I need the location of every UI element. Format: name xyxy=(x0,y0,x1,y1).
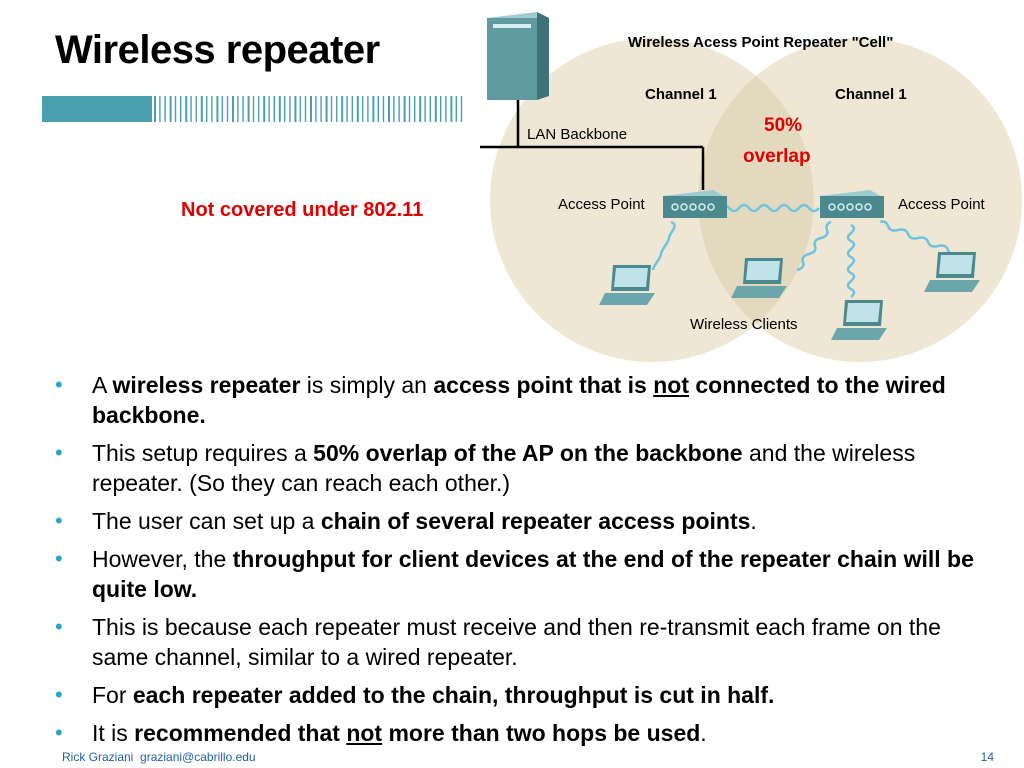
bullet-text-part: each repeater added to the chain, throug… xyxy=(132,682,775,708)
right-channel-label: Channel 1 xyxy=(835,86,907,103)
bullet-item: • A wireless repeater is simply an access… xyxy=(55,370,995,430)
bullet-item: • The user can set up a chain of several … xyxy=(55,506,995,536)
overlap-word: overlap xyxy=(743,146,811,167)
bullet-marker: • xyxy=(55,614,63,639)
laptop-icon xyxy=(924,252,980,292)
footer-email: graziani@cabrillo.edu xyxy=(140,750,256,764)
laptop-icon xyxy=(599,265,655,305)
bullet-text-part: throughput for client devices at the end… xyxy=(92,546,974,602)
bullet-text-part: and the wireless repeater. (So they can … xyxy=(92,440,916,496)
bullet-text-part: A xyxy=(92,372,113,398)
bullet-text-part: The user can set up a xyxy=(92,508,321,534)
right-access-point-icon xyxy=(820,190,884,218)
bullet-text-part: is simply an xyxy=(300,372,434,398)
bullet-text-part: more than two hops be used xyxy=(382,720,701,746)
bullet-text-part: . xyxy=(700,720,707,746)
bullet-text-part: recommended that xyxy=(134,720,347,746)
bullet-marker: • xyxy=(55,508,63,533)
left-access-point-label: Access Point xyxy=(558,196,646,213)
bullet-marker: • xyxy=(55,720,63,745)
bullet-text-part: chain of several repeater access points xyxy=(320,508,751,534)
overlap-percent: 50% xyxy=(764,115,802,136)
decorative-stripe xyxy=(42,96,463,122)
left-channel-label: Channel 1 xyxy=(645,86,717,103)
bullet-text-part: It is xyxy=(92,720,135,746)
laptop-icon xyxy=(731,258,787,298)
bullet-text-part: However, the xyxy=(92,546,233,572)
wireless-clients-label: Wireless Clients xyxy=(690,316,798,333)
overlap-region xyxy=(698,76,814,324)
bullet-text-part: connected to the wired backbone. xyxy=(92,372,946,428)
bullet-item: • However, the throughput for client devi… xyxy=(55,544,995,604)
bullet-text-part: 50% overlap of the AP on the backbone xyxy=(313,440,743,466)
page-number: 14 xyxy=(980,750,994,764)
not-covered-note: Not covered under 802.11 xyxy=(181,199,424,221)
bullet-item: • For each repeater added to the chain, t… xyxy=(55,680,995,710)
bullet-item: • This is because each repeater must rece… xyxy=(55,612,995,672)
repeater-cell-diagram: Wireless Acess Point Repeater "Cell" Cha… xyxy=(480,12,1022,362)
bullet-marker: • xyxy=(55,440,63,465)
bullet-marker: • xyxy=(55,682,63,707)
lan-backbone-label: LAN Backbone xyxy=(527,126,627,143)
bullet-item: • It is recommended that not more than tw… xyxy=(55,718,995,748)
bullet-marker: • xyxy=(55,372,63,397)
right-access-point-label: Access Point xyxy=(898,196,986,213)
footer-author: Rick Graziani xyxy=(62,750,134,764)
bullet-item: • This setup requires a 50% overlap of th… xyxy=(55,438,995,498)
bullet-text-part: not xyxy=(653,372,689,398)
laptop-icon xyxy=(831,300,887,340)
server-icon xyxy=(487,12,549,100)
bullet-text-part: . xyxy=(750,508,757,534)
bullet-text-part: This setup requires a xyxy=(92,440,314,466)
left-access-point-icon xyxy=(663,190,727,218)
bullet-text-part: For xyxy=(92,682,133,708)
slide-title: Wireless repeater xyxy=(55,28,380,72)
bullet-text-part: This is because each repeater must recei… xyxy=(92,614,941,670)
bullet-marker: • xyxy=(55,546,63,571)
bullet-text-part: access point that is xyxy=(433,372,654,398)
bullet-text-part: not xyxy=(346,720,383,746)
diagram-title: Wireless Acess Point Repeater "Cell" xyxy=(628,34,893,51)
bullet-text-part: wireless repeater xyxy=(112,372,301,398)
footer-credit: Rick Graziani graziani@cabrillo.edu xyxy=(62,750,256,764)
bullet-list: • A wireless repeater is simply an access… xyxy=(55,370,995,756)
